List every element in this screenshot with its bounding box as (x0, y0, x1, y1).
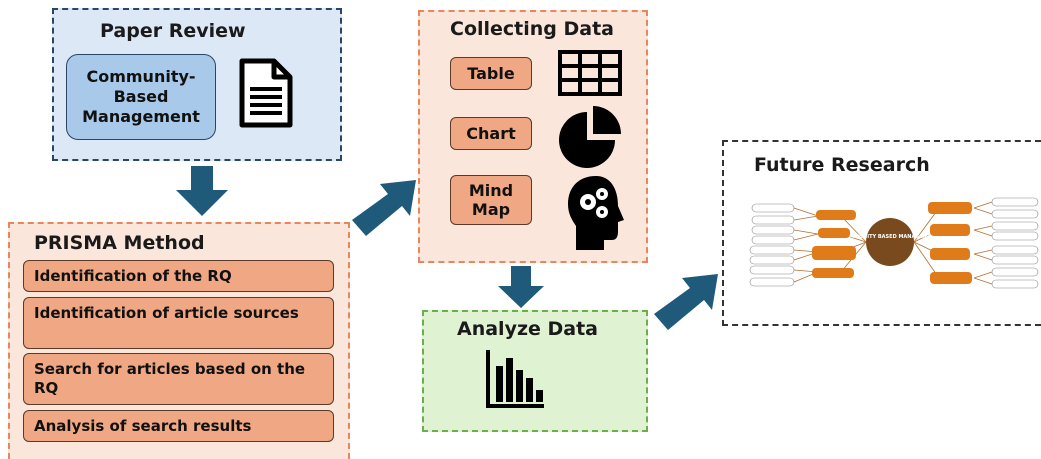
document-icon (239, 58, 293, 128)
paper-review-panel: Paper Review Community-Based Management (52, 8, 342, 161)
arrow-diagonal-1 (352, 180, 416, 236)
table-icon (558, 50, 622, 96)
prisma-step-2: Identification of article sources (23, 297, 334, 349)
right-branch-nodes (928, 202, 972, 284)
arrow-down-2 (498, 266, 544, 308)
prisma-step-4: Analysis of search results (23, 410, 334, 442)
paper-review-title: Paper Review (100, 20, 246, 42)
future-title: Future Research (754, 154, 930, 176)
prisma-method-panel: PRISMA Method Identification of the RQ I… (8, 222, 350, 459)
mind-map-label: Mind Map (450, 175, 532, 225)
mindmap-center-node (866, 218, 914, 266)
left-leaf-nodes (749, 203, 795, 287)
pie-chart-icon (559, 106, 621, 168)
mind-map: COMMUNITY BASED MANAGEMENT (749, 197, 1039, 289)
arrow-down-1 (176, 166, 228, 216)
future-research-panel: Future Research COMMUNITY BASED MANAGEME… (722, 140, 1041, 326)
prisma-step-1: Identification of the RQ (23, 260, 334, 292)
right-leaf-nodes (991, 197, 1039, 289)
table-label: Table (450, 57, 532, 90)
chart-label: Chart (450, 117, 532, 150)
head-gears-icon (568, 176, 624, 250)
collecting-data-panel: Collecting Data Table Chart Mind Map (418, 10, 648, 263)
analyze-title: Analyze Data (457, 318, 599, 340)
collecting-title: Collecting Data (450, 18, 615, 40)
analyze-data-panel: Analyze Data (422, 310, 648, 432)
prisma-title: PRISMA Method (34, 232, 205, 254)
left-branch-nodes (812, 210, 856, 278)
community-based-management-box: Community-Based Management (66, 54, 216, 140)
mindmap-center-label: COMMUNITY BASED MANAGEMENT (841, 234, 939, 240)
bar-chart-icon (486, 350, 544, 408)
arrow-diagonal-2 (654, 274, 718, 330)
prisma-step-3: Search for articles based on the RQ (23, 353, 334, 405)
